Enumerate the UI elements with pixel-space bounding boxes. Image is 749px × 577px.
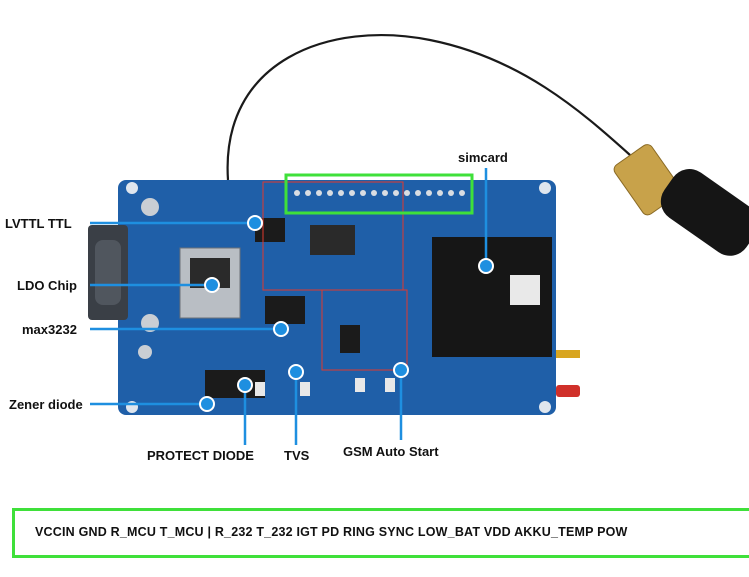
mount-hole (126, 182, 138, 194)
label-tvs: TVS (284, 448, 310, 463)
antenna-connector (613, 144, 749, 256)
antenna-cable (226, 33, 631, 181)
label-zener-diode: Zener diode (9, 397, 83, 412)
label-simcard: simcard (458, 150, 508, 165)
label-protect-diode: PROTECT DIODE (147, 448, 254, 463)
label-max3232: max3232 (22, 322, 77, 337)
pins-legend-box: VCCIN GND R_MCU T_MCU | R_232 T_232 IGT … (12, 508, 749, 558)
red-region-bottom (321, 289, 408, 371)
label-lvttl-ttl: LVTTL TTL (5, 216, 72, 231)
pins-legend-text: VCCIN GND R_MCU T_MCU | R_232 T_232 IGT … (35, 525, 628, 539)
led-yellow (556, 350, 580, 358)
label-gsm-auto-start: GSM Auto Start (343, 444, 439, 459)
callout-lines (90, 168, 488, 445)
header-pins-highlight (284, 173, 474, 215)
max3232-ic (265, 296, 305, 324)
mount-hole (539, 401, 551, 413)
callout-dots (199, 215, 494, 412)
mount-hole (539, 182, 551, 194)
header-pins (294, 190, 465, 196)
label-ldo-chip: LDO Chip (17, 278, 77, 293)
led-red (556, 385, 580, 397)
